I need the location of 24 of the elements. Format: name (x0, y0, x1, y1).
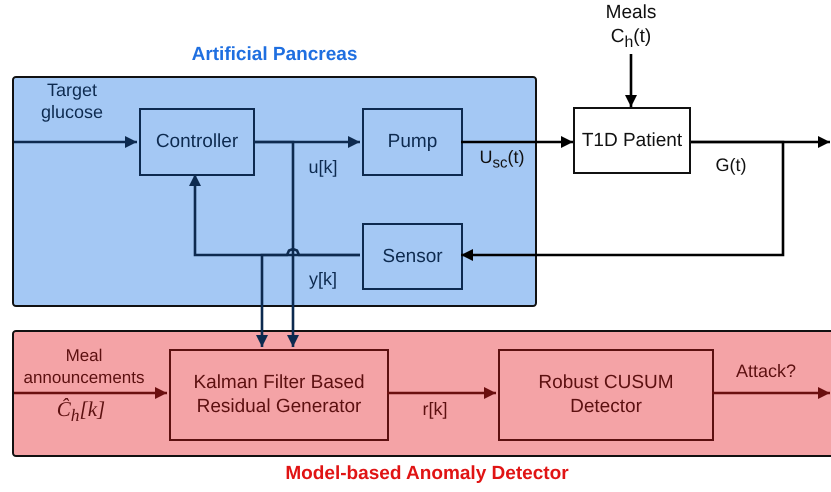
process-box (169, 349, 389, 441)
box-label: Kalman Filter Based Residual Generator (192, 371, 366, 419)
process-box (139, 108, 255, 176)
process-box (362, 223, 463, 290)
box-label: Controller (154, 130, 240, 154)
process-box (498, 349, 714, 441)
arrow (256, 254, 360, 347)
arrow (14, 387, 167, 399)
input-label: Meals C$_{h}$(t) (604, 1, 658, 53)
arrow (14, 136, 137, 148)
group-heading: Model-based Anomaly Detector (284, 463, 570, 485)
arrow (712, 387, 830, 399)
group-heading: Artificial Pancreas (190, 44, 358, 66)
process-box (362, 108, 463, 176)
arrow (461, 140, 784, 261)
arrow (253, 140, 299, 347)
box-label: Sensor (381, 244, 444, 268)
process-box (573, 107, 691, 174)
box-label: Robust CUSUM Detector (537, 371, 675, 419)
box-label: Pump (386, 130, 438, 154)
arrow (461, 136, 573, 148)
box-label: T1D Patient (580, 128, 684, 152)
arrow (387, 387, 496, 399)
arrow (625, 54, 637, 107)
